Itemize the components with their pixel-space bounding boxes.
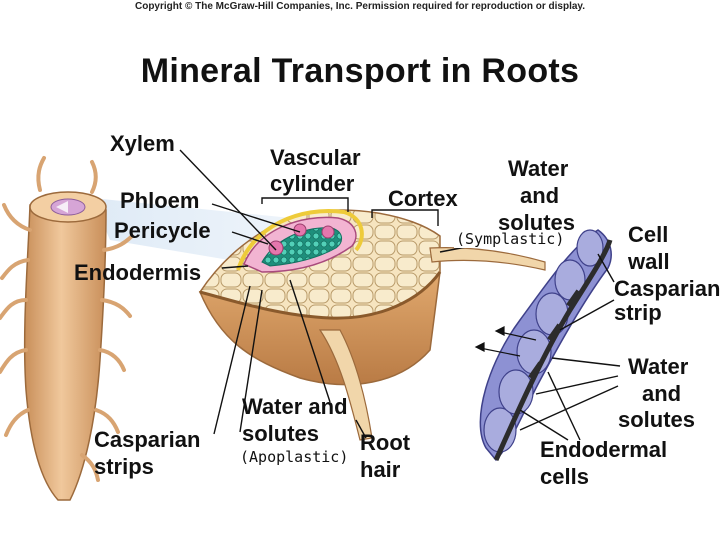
label-endodermal-cells-line1: Endodermal xyxy=(540,437,668,462)
label-water-solutes-right-line2: and xyxy=(642,381,682,406)
label-apoplastic: (Apoplastic) xyxy=(238,448,351,466)
label-water-solutes-top-line3: solutes xyxy=(498,210,576,235)
label-endodermis: Endodermis xyxy=(74,260,202,285)
label-root-hair-line2: hair xyxy=(360,457,401,482)
label-cortex: Cortex xyxy=(388,186,458,211)
label-cell-wall-line2: wall xyxy=(628,249,670,274)
page-title: Mineral Transport in Roots xyxy=(140,52,580,90)
root-illustration xyxy=(0,156,134,501)
label-casparian-strip-line1: Casparian xyxy=(614,276,720,301)
endodermal-cells xyxy=(479,229,613,462)
label-symplastic: (Symplastic) xyxy=(454,230,567,248)
label-water-solutes-top-line1: Water xyxy=(508,156,569,181)
label-casparian-strips-line2: strips xyxy=(94,454,154,479)
label-water-solutes-right-line1: Water xyxy=(628,354,689,379)
label-water-solutes-right-line3: solutes xyxy=(618,407,696,432)
label-water-solutes-bottom-line2: solutes xyxy=(242,421,320,446)
label-xylem: Xylem xyxy=(110,131,175,156)
label-cell-wall-line1: Cell xyxy=(628,222,669,247)
label-vascular-cylinder-line1: Vascular xyxy=(270,145,361,170)
label-pericycle: Pericycle xyxy=(114,218,211,243)
label-water-solutes-bottom-line1: Water and xyxy=(242,394,348,419)
root-slice xyxy=(198,209,546,441)
copyright-notice: Copyright © The McGraw-Hill Companies, I… xyxy=(134,1,586,12)
label-endodermal-cells-line2: cells xyxy=(540,464,589,489)
label-vascular-cylinder-line2: cylinder xyxy=(270,171,355,196)
label-water-solutes-top-line2: and xyxy=(520,183,560,208)
label-root-hair-line1: Root xyxy=(360,430,411,455)
label-phloem: Phloem xyxy=(120,188,200,213)
label-casparian-strip-line2: strip xyxy=(614,300,662,325)
label-casparian-strips-line1: Casparian xyxy=(94,427,201,452)
